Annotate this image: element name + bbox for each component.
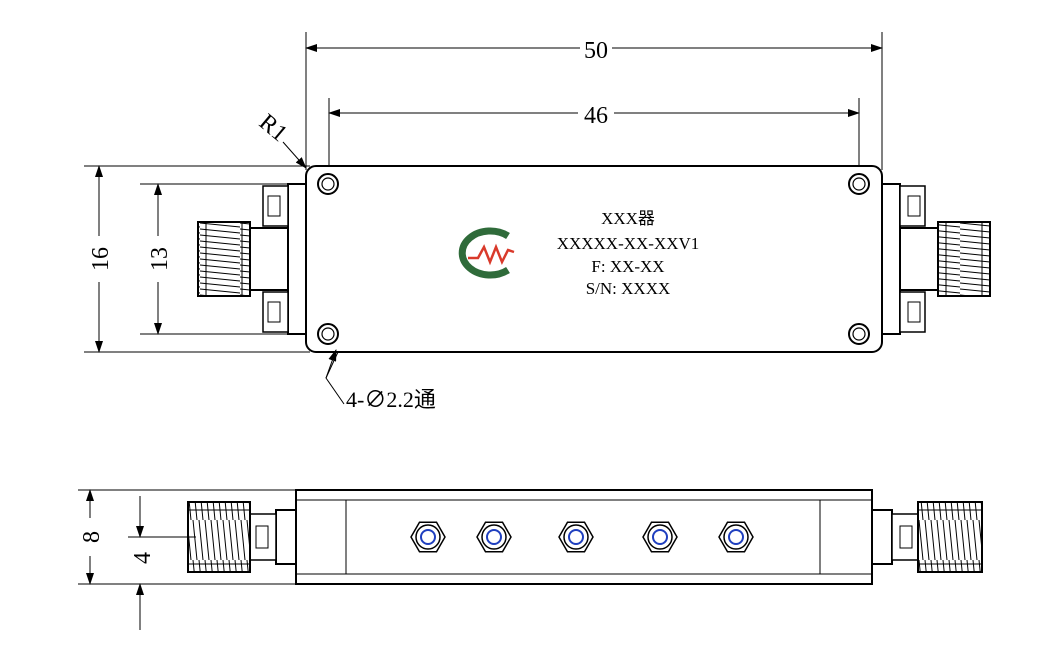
sma-connector-right-side: [871, 501, 983, 573]
dimension-overall-height: 16: [88, 165, 114, 353]
tuning-screw: [558, 521, 594, 553]
mounting-hole: [848, 173, 870, 195]
corner-radius-callout: R1: [254, 109, 307, 169]
mounting-hole: [317, 323, 339, 345]
dimension-hole-spacing: 46: [328, 103, 860, 129]
label-line-1: XXX器: [601, 209, 655, 228]
mounting-hole-callout: 4-∅2.2通: [325, 349, 436, 412]
tuning-screws: [410, 521, 754, 553]
sma-connector-left-side: [187, 501, 297, 573]
sma-connector-left: [197, 183, 307, 335]
corner-radius-label: R1: [254, 109, 292, 147]
label-line-3: F: XX-XX: [591, 257, 664, 276]
tuning-screw: [476, 521, 512, 553]
tuning-screw: [718, 521, 754, 553]
top-view: 50 46 R1 16 13: [84, 32, 991, 412]
dimension-50-label: 50: [584, 38, 608, 64]
mounting-hole-label: 4-∅2.2通: [346, 387, 436, 412]
sma-connector-right: [881, 183, 991, 335]
dimension-13-label: 13: [147, 247, 173, 271]
mounting-hole: [317, 173, 339, 195]
dimension-hole-height: 13: [147, 183, 173, 335]
side-view: 8 4: [78, 489, 983, 630]
dimension-overall-length: 50: [305, 38, 883, 64]
dimension-16-label: 16: [88, 247, 114, 271]
dimension-8-label: 8: [79, 531, 105, 543]
dimension-connector-center: 4: [130, 496, 156, 630]
label-line-4: S/N: XXXX: [586, 279, 671, 298]
product-label: XXX器 XXXXX-XX-XXV1 F: XX-XX S/N: XXXX: [557, 209, 700, 298]
dimension-4-label: 4: [130, 552, 156, 564]
label-line-2: XXXXX-XX-XXV1: [557, 234, 700, 253]
tuning-screw: [642, 521, 678, 553]
dimension-46-label: 46: [584, 103, 608, 129]
company-logo: [458, 227, 515, 279]
dimension-side-height: 8: [79, 489, 105, 585]
mounting-hole: [848, 323, 870, 345]
tuning-screw: [410, 521, 446, 553]
